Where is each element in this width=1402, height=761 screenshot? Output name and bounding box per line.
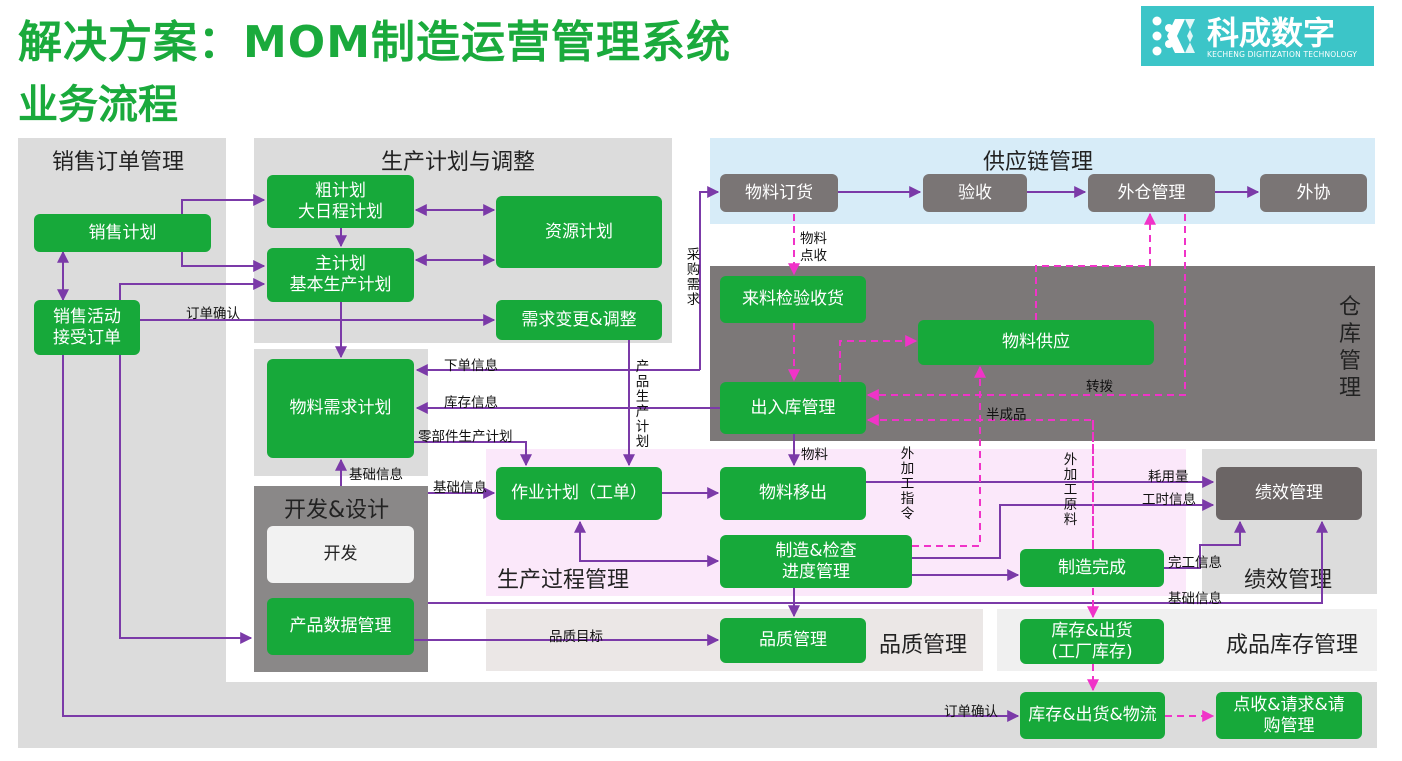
node-master-plan[interactable]: 主计划 基本生产计划 [267,248,414,302]
node-resource-plan[interactable]: 资源计划 [496,196,662,268]
node-sales-activity[interactable]: 销售活动 接受订单 [34,300,140,355]
node-quality-mgmt[interactable]: 品质管理 [720,618,866,663]
label-consumption: 耗用量 [1148,469,1189,485]
label-order-confirm-logistics: 订单确认 [944,704,998,720]
logo-mark-icon [1152,16,1195,56]
page-title: 解决方案：MOM制造运营管理系统 [18,17,731,68]
node-material-supply[interactable]: 物料供应 [918,320,1154,365]
region-label-supply: 供应链管理 [983,150,1094,175]
region-label-sales: 销售订单管理 [52,150,185,175]
node-demand-change[interactable]: 需求变更&调整 [496,300,662,340]
label-transfer: 转拨 [1086,379,1113,395]
node-sales-plan[interactable]: 销售计划 [34,214,211,252]
logo-subtext: KECHENG DIGITIZATION TECHNOLOGY [1207,50,1358,59]
label-material-receive: 物料 点收 [800,231,827,264]
label-product-plan: 产品生产计划 [635,359,650,450]
node-incoming-inspection[interactable]: 来料检验收货 [720,276,866,323]
label-purchase-demand: 采购需求 [686,247,701,308]
node-material-out[interactable]: 物料移出 [720,467,866,520]
label-base-info-work: 基础信息 [433,480,487,496]
label-quality-target: 品质目标 [549,629,603,645]
region-label-performance: 绩效管理 [1244,568,1333,593]
node-mfg-progress[interactable]: 制造&检查 进度管理 [720,535,912,588]
region-label-quality: 品质管理 [879,633,968,658]
region-label-planning: 生产计划与调整 [381,150,536,175]
node-pdm[interactable]: 产品数据管理 [267,598,414,655]
node-mrp[interactable]: 物料需求计划 [267,359,414,458]
label-stock-info: 库存信息 [444,395,498,411]
label-base-info-kpi: 基础信息 [1168,591,1222,607]
node-kpi[interactable]: 绩效管理 [1216,467,1362,520]
node-inout-stock[interactable]: 出入库管理 [720,382,866,434]
logo-text: 科成数字 [1207,14,1336,52]
node-material-order[interactable]: 物料订货 [720,174,838,212]
label-order-info: 下单信息 [444,358,498,374]
node-rough-plan[interactable]: 粗计划 大日程计划 [267,175,414,228]
region-label-warehouse: 仓库管理 [1338,295,1361,401]
label-finish-info: 完工信息 [1168,555,1222,571]
node-inspect-accept[interactable]: 验收 [923,174,1027,212]
node-receipt[interactable]: 点收&请求&请 购管理 [1216,692,1362,739]
node-mfg-complete[interactable]: 制造完成 [1020,549,1164,587]
region-label-design: 开发&设计 [284,498,390,523]
label-outsource-cmd: 外加工指令 [900,446,915,522]
label-material: 物料 [801,447,828,463]
label-base-info-mrp: 基础信息 [349,467,403,483]
node-outsource[interactable]: 外协 [1260,174,1367,212]
node-logistics[interactable]: 库存&出货&物流 [1020,692,1165,739]
node-factory-stock[interactable]: 库存&出货 (工厂库存) [1020,619,1164,664]
region-label-process: 生产过程管理 [497,568,630,593]
label-semi-product: 半成品 [986,407,1027,423]
node-outer-warehouse[interactable]: 外仓管理 [1088,174,1215,212]
label-outsource-raw: 外加工原料 [1063,452,1078,528]
node-work-order[interactable]: 作业计划（工单） [496,467,662,520]
page-subtitle: 业务流程 [18,82,178,128]
region-label-finished: 成品库存管理 [1226,633,1359,658]
company-logo: 科成数字 KECHENG DIGITIZATION TECHNOLOGY [1141,6,1374,66]
node-develop[interactable]: 开发 [267,526,414,583]
label-order-confirm: 订单确认 [186,306,240,322]
label-part-plan: 零部件生产计划 [418,429,513,445]
label-work-hours: 工时信息 [1142,492,1196,508]
